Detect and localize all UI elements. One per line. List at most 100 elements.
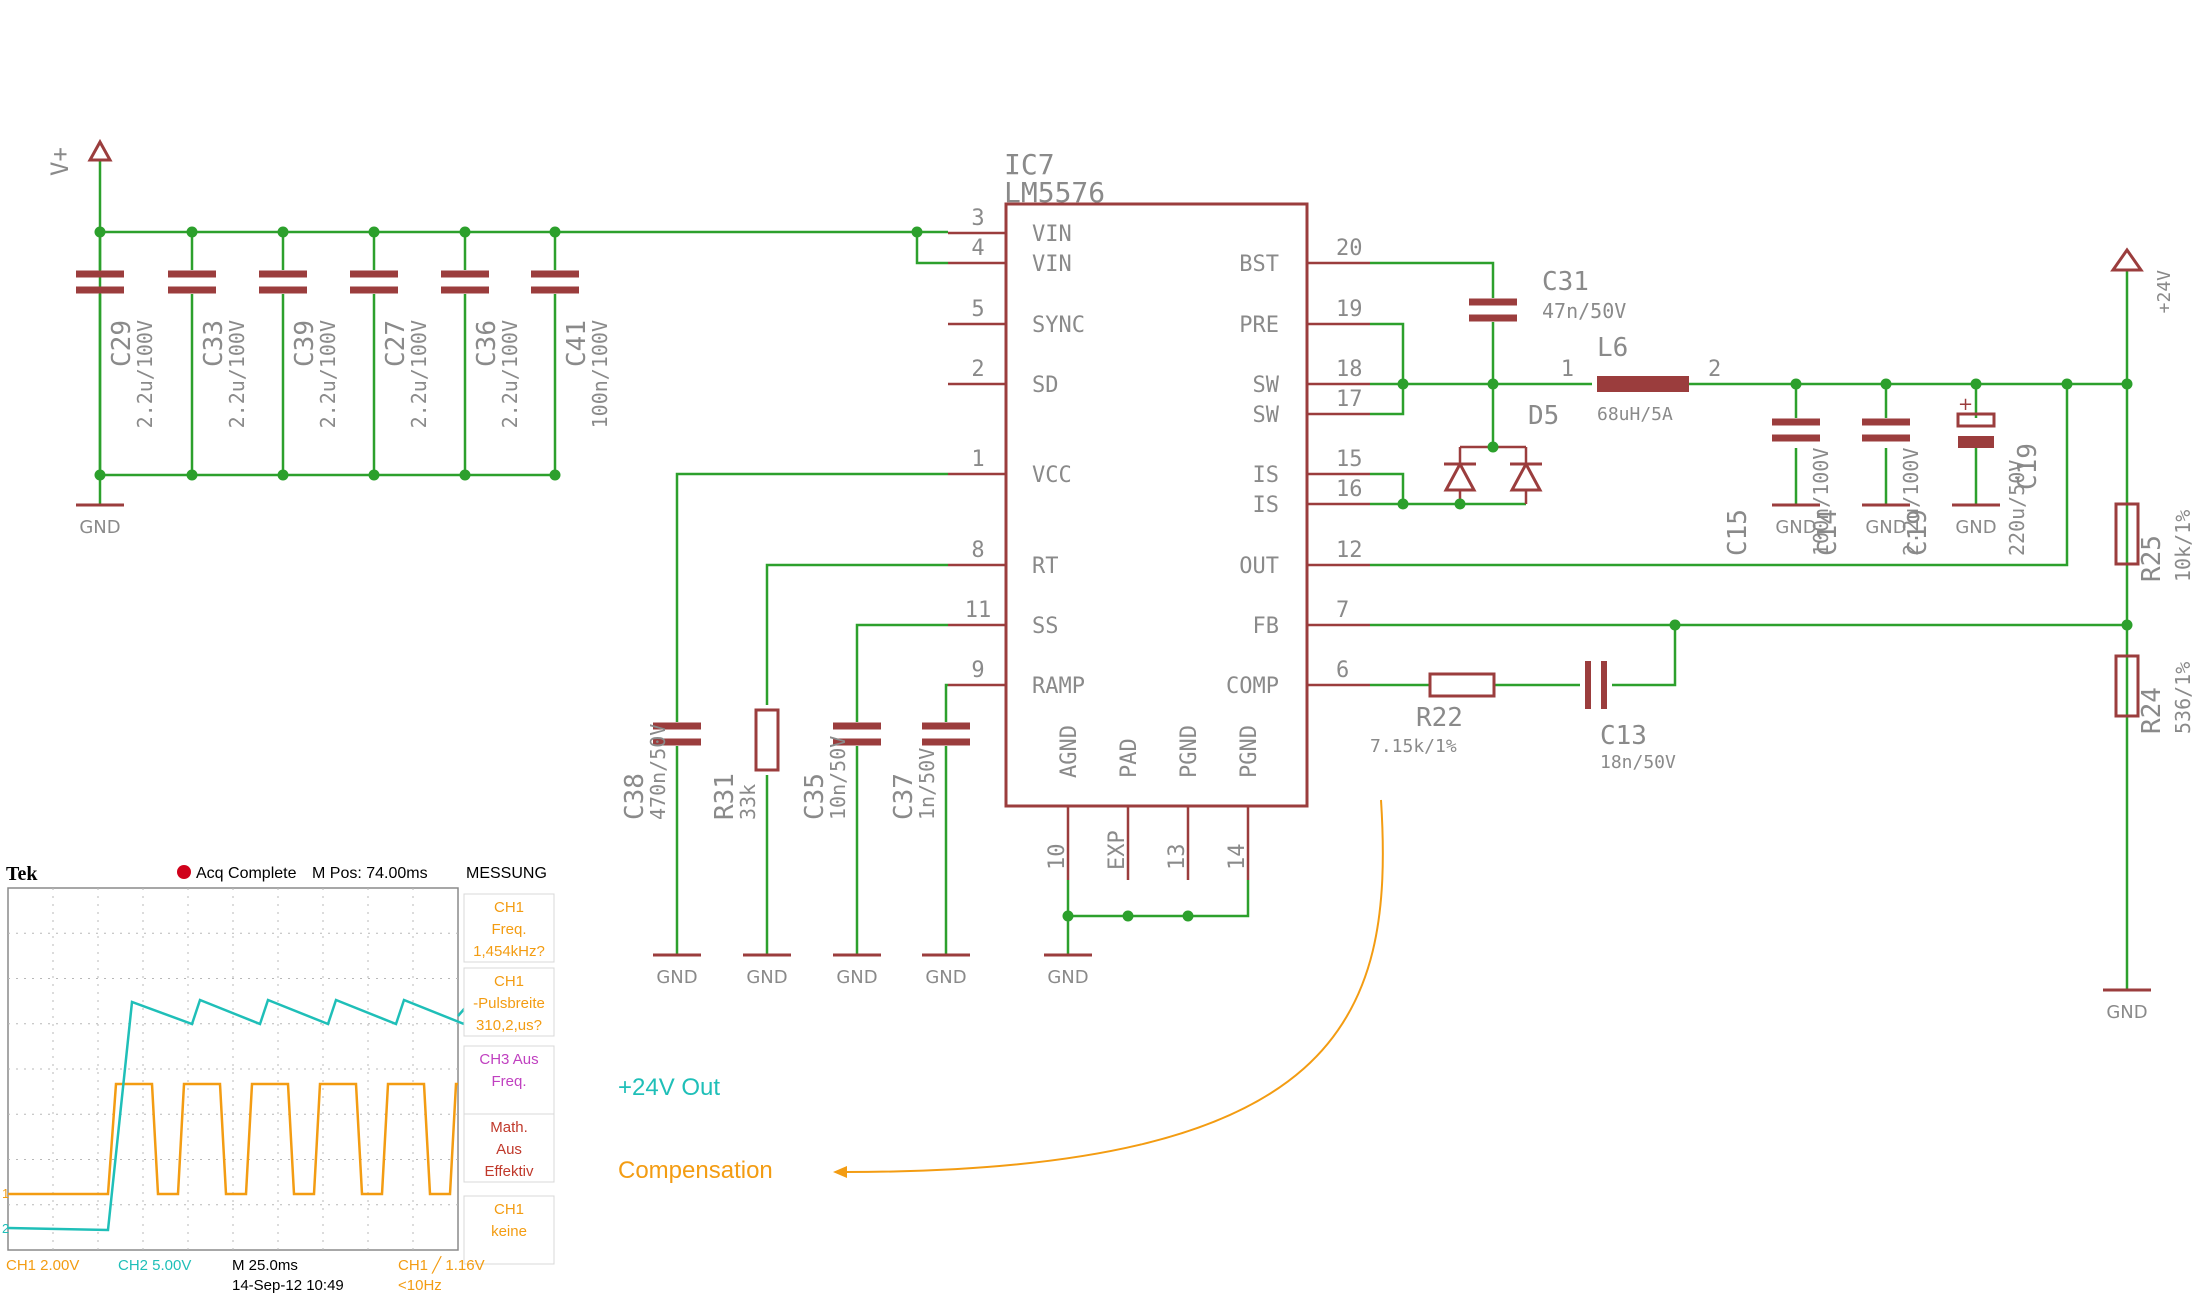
junction-dot (1790, 378, 1802, 390)
comp-annotation: Compensation (618, 1157, 773, 1184)
junction-dot (368, 469, 380, 481)
junction-dot (277, 226, 289, 238)
c31-ref: C31 (1542, 267, 1589, 297)
pin-number: 16 (1336, 477, 1363, 502)
comp-arrowhead (833, 1166, 847, 1178)
ground-label: GND (2106, 1002, 2147, 1023)
pin-name: PAD (1117, 738, 1142, 778)
branch-wire (765, 563, 948, 705)
r24-value: 536/1% (2171, 662, 2195, 734)
cap-ref: C36 (472, 320, 502, 367)
junction-dot (911, 226, 923, 238)
branch-wire (675, 472, 948, 722)
part-value: 1n/50V (915, 748, 939, 820)
pin-name: SS (1032, 614, 1059, 639)
cap-value: 2.2u/100V (407, 320, 431, 428)
pin-name: BST (1239, 252, 1279, 277)
ground-label: GND (1775, 517, 1816, 538)
cap-ref: C33 (199, 320, 229, 367)
junction-dot (1487, 378, 1499, 390)
r24 (2114, 654, 2140, 718)
vplus-label: V+ (46, 147, 74, 176)
pin-number: 17 (1336, 387, 1363, 412)
junction-dot (459, 469, 471, 481)
trigger-status-dot (177, 865, 191, 879)
pin-name: VCC (1032, 463, 1072, 488)
r22 (1428, 672, 1496, 698)
junction-dot (2121, 378, 2133, 390)
d5-ref: D5 (1528, 401, 1559, 431)
l6-ref: L6 (1597, 333, 1628, 363)
pin-number: 9 (971, 658, 984, 683)
scope-date: 14-Sep-12 10:49 (232, 1277, 344, 1293)
cap-ref: C41 (562, 320, 592, 367)
pin-number: 12 (1336, 538, 1363, 563)
junction-dot (549, 469, 561, 481)
inductor-l6 (1597, 376, 1689, 392)
outcap-value: 100n/100V (1809, 448, 1833, 556)
junction-dot (459, 226, 471, 238)
pin-name: PGND (1237, 725, 1262, 778)
ground-label: GND (79, 517, 120, 538)
junction-dot (94, 469, 106, 481)
cap-ref: C27 (381, 320, 411, 367)
junction-dot (1122, 910, 1134, 922)
scope-menu-line: 1,454kHz? (473, 943, 545, 960)
part-value: 470n/50V (646, 724, 670, 820)
junctions (94, 226, 2133, 922)
pin-number: 18 (1336, 357, 1363, 382)
junction-dot (549, 226, 561, 238)
scope-menu-line: CH1 (494, 973, 524, 990)
scope-status: Acq Complete (196, 865, 297, 882)
scope-menu-box (463, 893, 555, 963)
junction-dot (1669, 619, 1681, 631)
pgnd-bus (1066, 880, 1250, 918)
ground-label: GND (1865, 517, 1906, 538)
pin-name: VIN (1032, 222, 1072, 247)
scope-menu-title: MESSUNG (466, 865, 547, 882)
vin-pin4 (915, 232, 948, 265)
pin-number: 10 (1045, 844, 1070, 871)
out-pin-wire (1370, 384, 2069, 567)
junction-dot (186, 226, 198, 238)
pin-name: SW (1253, 403, 1280, 428)
branch-wire (944, 683, 948, 722)
c19-plate (1956, 412, 1996, 428)
junction-dot (277, 469, 289, 481)
ground-label: GND (746, 967, 787, 988)
scope-ch1-trace (8, 1082, 458, 1196)
scope-menu-box (463, 1045, 555, 1115)
scope-menu-line: keine (491, 1223, 527, 1240)
scope-menu-box (463, 967, 555, 1037)
junction-dot (2121, 619, 2133, 631)
wires (98, 160, 2129, 990)
junction-dot (1970, 378, 1982, 390)
outcap-ref: C19 (1903, 509, 1933, 556)
scope-ch2-scale: CH2 5.00V (118, 1257, 191, 1274)
scope-menu-line: Freq. (491, 921, 526, 938)
scope-brand: Tek (6, 863, 38, 885)
pin-name: PGND (1177, 725, 1202, 778)
part-ref: C37 (889, 773, 919, 820)
scope-freq: <10Hz (398, 1277, 442, 1293)
r22-ref: R22 (1416, 703, 1463, 733)
scope-menu-line: CH3 Aus (479, 1051, 538, 1068)
pin-name: IS (1253, 463, 1280, 488)
pre-sw-tie (1370, 322, 1405, 416)
junction-dot (1487, 441, 1499, 453)
c31-value: 47n/50V (1542, 299, 1626, 323)
pin-name: AGND (1057, 725, 1082, 778)
scope-menu-line: CH1 (494, 1201, 524, 1218)
pin-name: FB (1253, 614, 1280, 639)
r25-ref: R25 (2137, 535, 2167, 582)
junction-dot (1062, 910, 1074, 922)
pin-number: 8 (971, 538, 984, 563)
scope-menu-box (463, 1195, 555, 1265)
diode-triangle (1443, 460, 1477, 492)
r31 (754, 708, 780, 772)
vplus-arrow (87, 138, 113, 162)
scope-ch2-trace (7, 998, 474, 1232)
